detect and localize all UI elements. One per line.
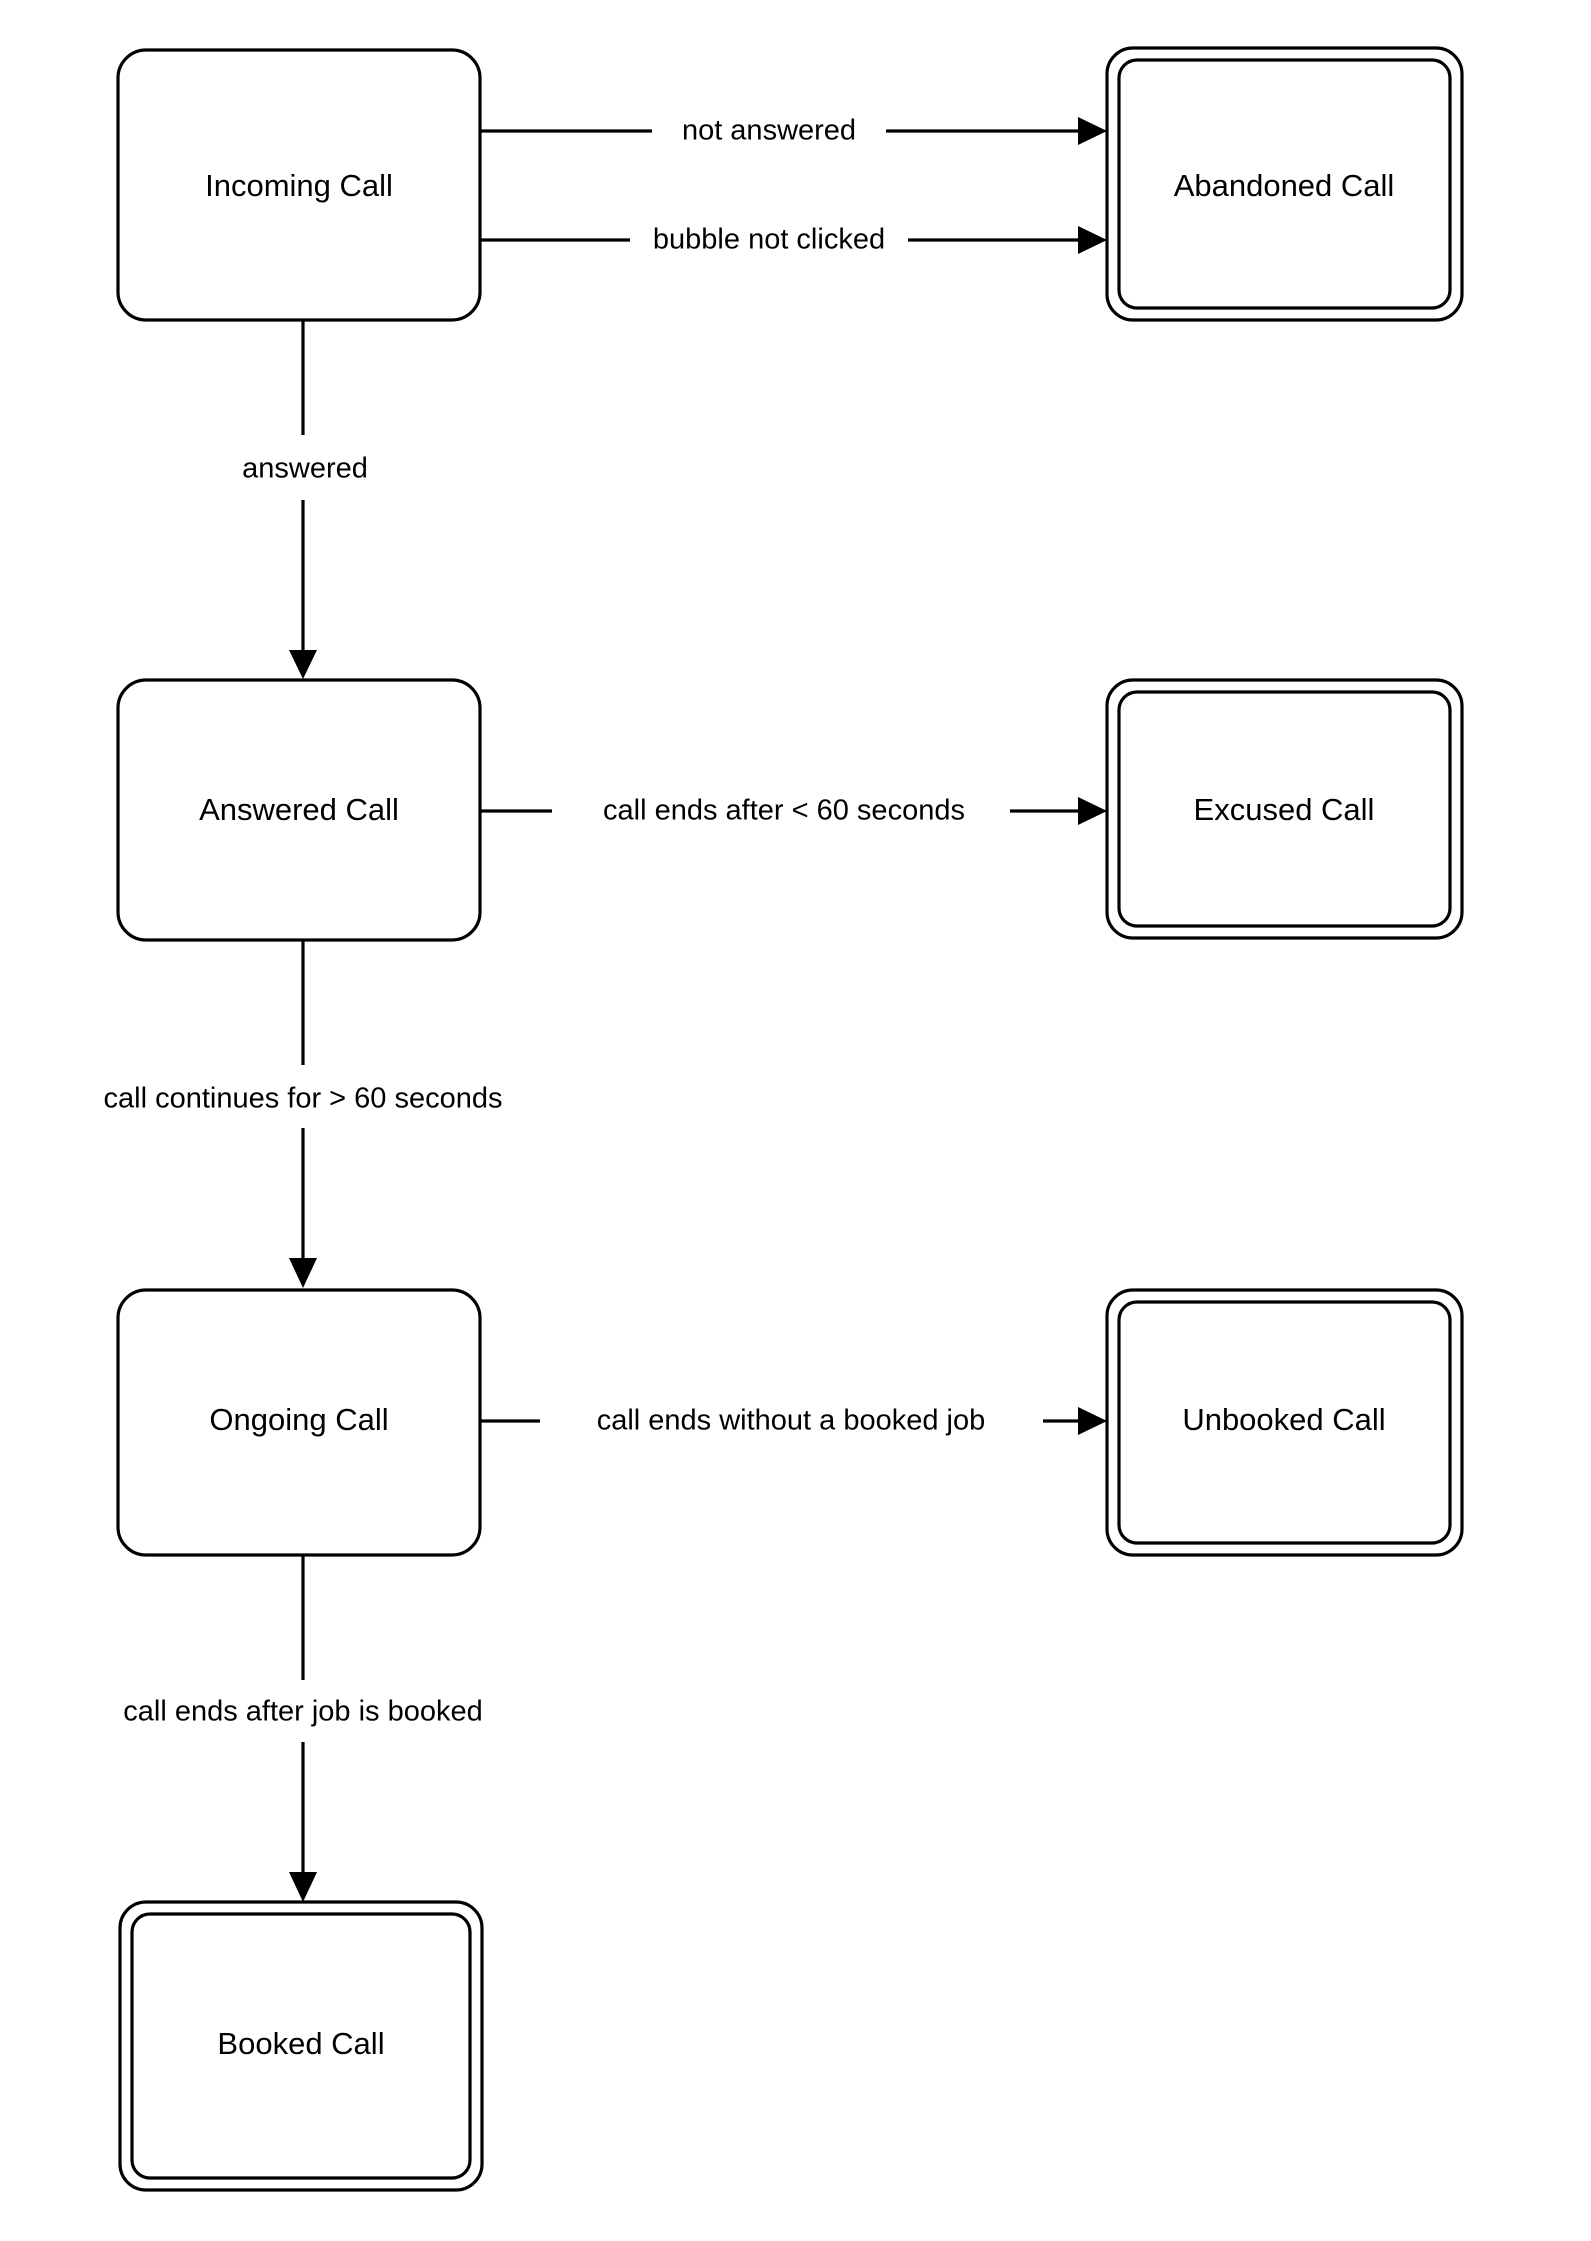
arrow-head-icon xyxy=(289,650,317,679)
state-node-answered-call[interactable]: Answered Call xyxy=(116,678,482,942)
edge-label-call-ends-without-booked-job: call ends without a booked job xyxy=(597,1405,986,1437)
edge-label-call-ends-under-60: call ends after < 60 seconds xyxy=(603,795,965,827)
state-node-abandoned-call[interactable]: Abandoned Call xyxy=(1105,46,1464,322)
state-node-incoming-call[interactable]: Incoming Call xyxy=(116,48,482,322)
edge-label-not-answered: not answered xyxy=(682,115,856,147)
state-label-booked-call: Booked Call xyxy=(217,2026,384,2061)
state-label-incoming-call: Incoming Call xyxy=(205,168,393,203)
state-node-unbooked-call[interactable]: Unbooked Call xyxy=(1105,1288,1464,1557)
transition-answered-to-excused: call ends after < 60 seconds xyxy=(481,795,1107,827)
state-label-ongoing-call: Ongoing Call xyxy=(209,1402,388,1437)
arrow-head-icon xyxy=(1078,1407,1107,1435)
state-box-inner xyxy=(1117,58,1452,310)
transition-answered-to-ongoing: call continues for > 60 seconds xyxy=(104,941,503,1288)
transition-incoming-to-abandoned-bubble-not-clicked: bubble not clicked xyxy=(481,224,1107,256)
state-box[interactable] xyxy=(116,48,482,322)
edge-label-bubble-not-clicked: bubble not clicked xyxy=(653,224,885,256)
state-node-booked-call[interactable]: Booked Call xyxy=(118,1900,484,2192)
edge-label-call-continues-over-60: call continues for > 60 seconds xyxy=(104,1083,503,1115)
state-box[interactable] xyxy=(116,678,482,942)
arrow-head-icon xyxy=(1078,226,1107,254)
edge-label-answered: answered xyxy=(242,453,368,485)
transition-ongoing-to-unbooked: call ends without a booked job xyxy=(481,1405,1107,1437)
transition-incoming-to-answered: answered xyxy=(242,321,368,679)
arrow-head-icon xyxy=(1078,797,1107,825)
state-label-unbooked-call: Unbooked Call xyxy=(1182,1402,1385,1437)
arrow-head-icon xyxy=(289,1872,317,1902)
arrow-head-icon xyxy=(1078,117,1107,145)
state-box-inner xyxy=(1117,690,1452,928)
transition-incoming-to-abandoned-not-answered: not answered xyxy=(481,115,1107,147)
state-node-ongoing-call[interactable]: Ongoing Call xyxy=(116,1288,482,1557)
transition-ongoing-to-booked: call ends after job is booked xyxy=(123,1556,483,1902)
state-label-answered-call: Answered Call xyxy=(199,792,399,827)
state-label-excused-call: Excused Call xyxy=(1194,792,1375,827)
state-box[interactable] xyxy=(116,1288,482,1557)
state-box-inner xyxy=(130,1912,472,2180)
arrow-head-icon xyxy=(289,1258,317,1288)
edge-label-call-ends-after-job-booked: call ends after job is booked xyxy=(123,1696,483,1728)
state-node-excused-call[interactable]: Excused Call xyxy=(1105,678,1464,940)
state-box-inner xyxy=(1117,1300,1452,1545)
state-label-abandoned-call: Abandoned Call xyxy=(1174,168,1395,203)
